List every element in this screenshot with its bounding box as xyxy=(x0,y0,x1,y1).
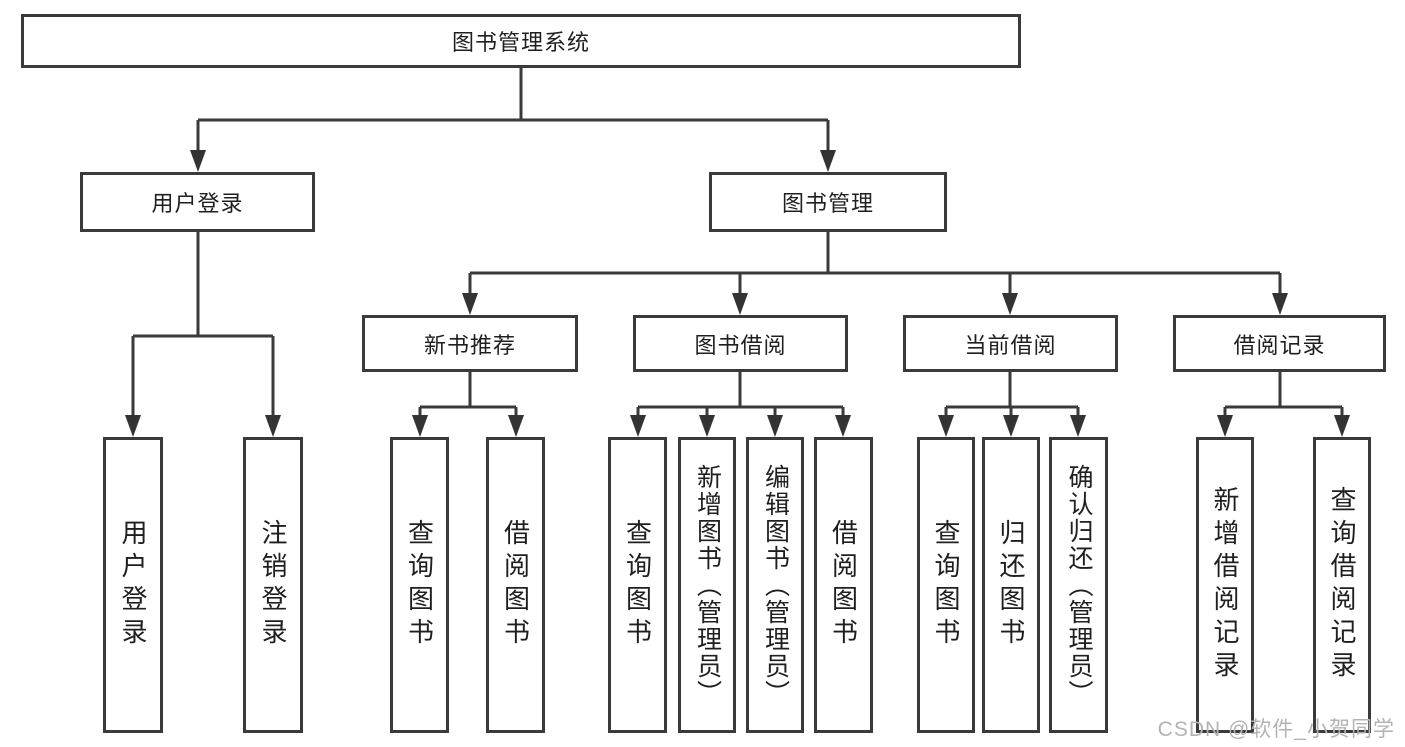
leaf-bb-borrow-book-label: 借阅图书 xyxy=(828,519,859,651)
leaf-br-add-record-label: 新增借阅记录 xyxy=(1210,486,1240,684)
arrowhead xyxy=(1272,293,1288,315)
node-root: 图书管理系统 xyxy=(21,14,1021,68)
arrowhead xyxy=(1070,415,1086,437)
leaf-bb-add-book-admin-label: 新增图书（管理员） xyxy=(693,463,722,707)
arrowhead xyxy=(462,293,478,315)
leaf-cb-return-book: 归还图书 xyxy=(982,437,1040,733)
leaf-bb-query-book: 查询图书 xyxy=(608,437,667,733)
arrowhead xyxy=(1217,415,1233,437)
arrowhead xyxy=(630,415,646,437)
leaf-bb-borrow-book: 借阅图书 xyxy=(814,437,873,733)
csdn-watermark: CSDN @软件_小贺同学 xyxy=(1157,718,1395,741)
arrowheads xyxy=(125,150,1350,437)
arrowhead xyxy=(1334,415,1350,437)
node-current-borrowing: 当前借阅 xyxy=(903,315,1118,372)
node-current-borrowing-label: 当前借阅 xyxy=(964,332,1057,358)
leaf-bb-add-book-admin: 新增图书（管理员） xyxy=(678,437,736,733)
arrowhead xyxy=(125,415,141,437)
node-new-book-recommend-label: 新书推荐 xyxy=(423,332,516,358)
node-book-borrowing: 图书借阅 xyxy=(633,315,848,372)
leaf-cb-confirm-return-admin-label: 确认归还（管理员） xyxy=(1065,463,1093,707)
leaf-bb-edit-book-admin-label: 编辑图书（管理员） xyxy=(761,463,790,707)
leaf-user-login: 用户登录 xyxy=(103,437,163,733)
node-book-borrowing-label: 图书借阅 xyxy=(694,332,787,358)
leaf-rec-query-book: 查询图书 xyxy=(390,437,449,733)
node-book-management-label: 图书管理 xyxy=(781,191,874,216)
arrowhead xyxy=(835,415,851,437)
leaf-rec-query-book-label: 查询图书 xyxy=(404,519,435,651)
arrowhead xyxy=(699,415,715,437)
node-new-book-recommend: 新书推荐 xyxy=(362,315,578,372)
arrowhead xyxy=(1002,293,1018,315)
arrowhead xyxy=(508,415,524,437)
arrowhead xyxy=(767,415,783,437)
arrowhead xyxy=(820,150,836,172)
leaf-logout-label: 注销登录 xyxy=(258,519,288,651)
node-borrowing-records: 借阅记录 xyxy=(1173,315,1386,372)
arrowhead xyxy=(938,415,954,437)
node-borrowing-records-label: 借阅记录 xyxy=(1233,332,1326,358)
node-root-label: 图书管理系统 xyxy=(451,30,590,55)
leaf-cb-return-book-label: 归还图书 xyxy=(996,519,1026,651)
arrowhead xyxy=(412,415,428,437)
leaf-bb-query-book-label: 查询图书 xyxy=(622,519,653,651)
arrowhead xyxy=(1003,415,1019,437)
leaf-logout: 注销登录 xyxy=(243,437,303,733)
arrowhead xyxy=(190,150,206,172)
leaf-cb-confirm-return-admin: 确认归还（管理员） xyxy=(1049,437,1108,733)
node-book-management: 图书管理 xyxy=(709,172,947,232)
leaf-br-query-record: 查询借阅记录 xyxy=(1313,437,1371,733)
leaf-cb-query-book: 查询图书 xyxy=(917,437,975,733)
arrowhead xyxy=(265,415,281,437)
leaf-br-query-record-label: 查询借阅记录 xyxy=(1327,486,1357,684)
leaf-cb-query-book-label: 查询图书 xyxy=(931,519,961,651)
node-user-login: 用户登录 xyxy=(80,172,315,232)
leaf-rec-borrow-book: 借阅图书 xyxy=(486,437,545,733)
node-user-login-label: 用户登录 xyxy=(151,191,244,216)
leaf-rec-borrow-book-label: 借阅图书 xyxy=(500,519,531,651)
leaf-br-add-record: 新增借阅记录 xyxy=(1196,437,1254,733)
connector-paths xyxy=(131,68,1344,433)
arrowhead xyxy=(732,293,748,315)
leaf-bb-edit-book-admin: 编辑图书（管理员） xyxy=(746,437,804,733)
leaf-user-login-label: 用户登录 xyxy=(118,519,148,651)
